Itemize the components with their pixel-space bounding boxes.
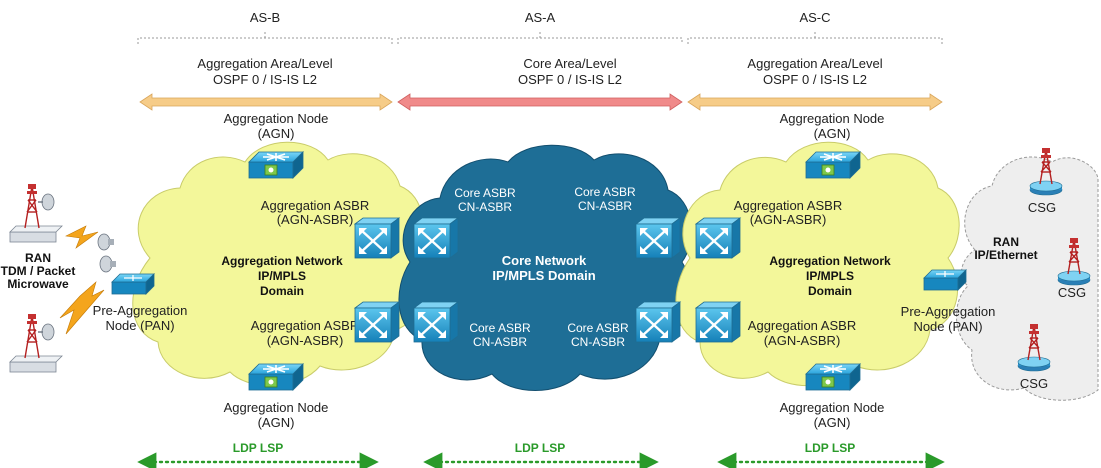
- as-label-left: AS-B: [250, 10, 280, 25]
- ran-left-line2: TDM / Packet: [1, 264, 76, 278]
- core-asbr-tl-label: Core ASBR: [454, 186, 516, 200]
- area-title-center: Core Area/Level: [523, 56, 616, 71]
- right-pan-label: Pre-Aggregation: [901, 304, 996, 319]
- lsp-label-left: LDP LSP: [233, 441, 283, 455]
- router-icon[interactable]: [923, 269, 967, 291]
- left-agn-top-label: Aggregation Node: [224, 111, 329, 126]
- area-arrow-center: [397, 93, 683, 111]
- cell-tower-icon: [9, 183, 63, 243]
- core-asbr-bl-sublabel: CN-ASBR: [473, 335, 527, 349]
- right-asbr-top-label: Aggregation ASBR: [734, 198, 842, 213]
- left-domain-subtitle: IP/MPLS: [258, 269, 306, 283]
- area-arrow-right: [687, 93, 943, 111]
- left-agn-top-sublabel: (AGN): [258, 126, 295, 141]
- area-protocol-center: OSPF 0 / IS-IS L2: [518, 72, 622, 87]
- area-title-left: Aggregation Area/Level: [197, 56, 332, 71]
- right-domain-title: Aggregation Network: [769, 254, 891, 268]
- right-agn-top-label: Aggregation Node: [780, 111, 885, 126]
- right-agn-top-sublabel: (AGN): [814, 126, 851, 141]
- switch-icon[interactable]: [412, 300, 460, 344]
- left-agn-bottom-sublabel: (AGN): [258, 415, 295, 430]
- core-domain-title: Core Network: [502, 253, 587, 268]
- right-asbr-bottom-sublabel: (AGN-ASBR): [764, 333, 841, 348]
- core-asbr-tr-sublabel: CN-ASBR: [578, 199, 632, 213]
- area-protocol-right: OSPF 0 / IS-IS L2: [763, 72, 867, 87]
- right-asbr-bottom-label: Aggregation ASBR: [748, 318, 856, 333]
- core-asbr-br-label: Core ASBR: [567, 321, 629, 335]
- core-domain-subtitle: IP/MPLS Domain: [492, 268, 595, 283]
- ran-right-subtitle: IP/Ethernet: [974, 248, 1037, 262]
- left-asbr-bottom-sublabel: (AGN-ASBR): [267, 333, 344, 348]
- lightning-icon: [59, 281, 105, 335]
- area-title-right: Aggregation Area/Level: [747, 56, 882, 71]
- area-arrow-left: [139, 93, 393, 111]
- core-asbr-tl-sublabel: CN-ASBR: [458, 200, 512, 214]
- csg-label: CSG: [1028, 200, 1056, 215]
- cell-tower-icon: [9, 313, 63, 373]
- lsp-label-center: LDP LSP: [515, 441, 565, 455]
- switch-icon[interactable]: [694, 216, 742, 260]
- ran-left-title: RAN: [25, 251, 51, 265]
- switch-icon[interactable]: [694, 300, 742, 344]
- lsp-label-right: LDP LSP: [805, 441, 855, 455]
- left-asbr-top-label: Aggregation ASBR: [261, 198, 369, 213]
- left-pan-label: Pre-Aggregation: [93, 303, 188, 318]
- right-pan-sublabel: Node (PAN): [913, 319, 982, 334]
- left-asbr-bottom-label: Aggregation ASBR: [251, 318, 359, 333]
- core-asbr-tr-label: Core ASBR: [574, 185, 636, 199]
- router-icon[interactable]: [111, 273, 155, 295]
- ran-right-title: RAN: [993, 235, 1019, 249]
- left-pan-sublabel: Node (PAN): [105, 318, 174, 333]
- as-label-center: AS-A: [525, 10, 556, 25]
- ran-left-line3: Microwave: [7, 277, 69, 291]
- csg-label: CSG: [1020, 376, 1048, 391]
- left-asbr-top-sublabel: (AGN-ASBR): [277, 212, 354, 227]
- switch-icon[interactable]: [353, 300, 401, 344]
- left-domain-line3: Domain: [260, 284, 304, 298]
- microwave-dish-icon: [99, 255, 117, 273]
- right-domain-line3: Domain: [808, 284, 852, 298]
- right-agn-bottom-sublabel: (AGN): [814, 415, 851, 430]
- router-icon[interactable]: [805, 151, 861, 179]
- core-cloud: [398, 144, 692, 391]
- router-icon[interactable]: [248, 363, 304, 391]
- core-asbr-br-sublabel: CN-ASBR: [571, 335, 625, 349]
- core-asbr-bl-label: Core ASBR: [469, 321, 531, 335]
- router-icon[interactable]: [805, 363, 861, 391]
- lightning-icon: [65, 225, 99, 249]
- router-icon[interactable]: [248, 151, 304, 179]
- switch-icon[interactable]: [353, 216, 401, 260]
- left-domain-title: Aggregation Network: [221, 254, 343, 268]
- as-label-right: AS-C: [799, 10, 830, 25]
- ran-cloud-right: [956, 156, 1099, 401]
- switch-icon[interactable]: [634, 216, 682, 260]
- area-protocol-left: OSPF 0 / IS-IS L2: [213, 72, 317, 87]
- left-agn-bottom-label: Aggregation Node: [224, 400, 329, 415]
- right-domain-subtitle: IP/MPLS: [806, 269, 854, 283]
- right-agn-bottom-label: Aggregation Node: [780, 400, 885, 415]
- area-brackets: [137, 30, 943, 44]
- right-asbr-top-sublabel: (AGN-ASBR): [750, 212, 827, 227]
- csg-label: CSG: [1058, 285, 1086, 300]
- microwave-dish-icon: [97, 233, 115, 251]
- aggregation-cloud-right: [675, 141, 960, 387]
- switch-icon[interactable]: [412, 216, 460, 260]
- switch-icon[interactable]: [634, 300, 682, 344]
